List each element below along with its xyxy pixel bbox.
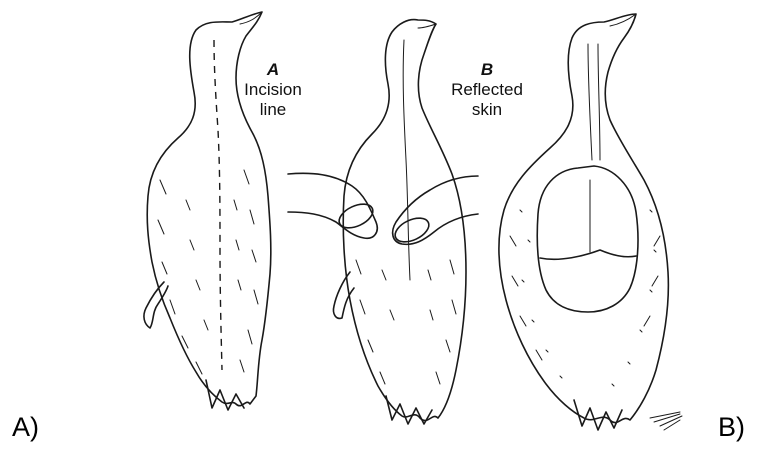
- step-a-text-line1: Incision: [218, 80, 328, 100]
- step-b-letter: B: [442, 60, 532, 80]
- panel-label-left: A): [12, 412, 39, 443]
- step-b-text-line1: Reflected: [432, 80, 542, 100]
- step-a-letter: A: [228, 60, 318, 80]
- panel-label-right: B): [718, 412, 745, 443]
- step-b-text-line2: skin: [432, 100, 542, 120]
- step-a-text-line2: line: [218, 100, 328, 120]
